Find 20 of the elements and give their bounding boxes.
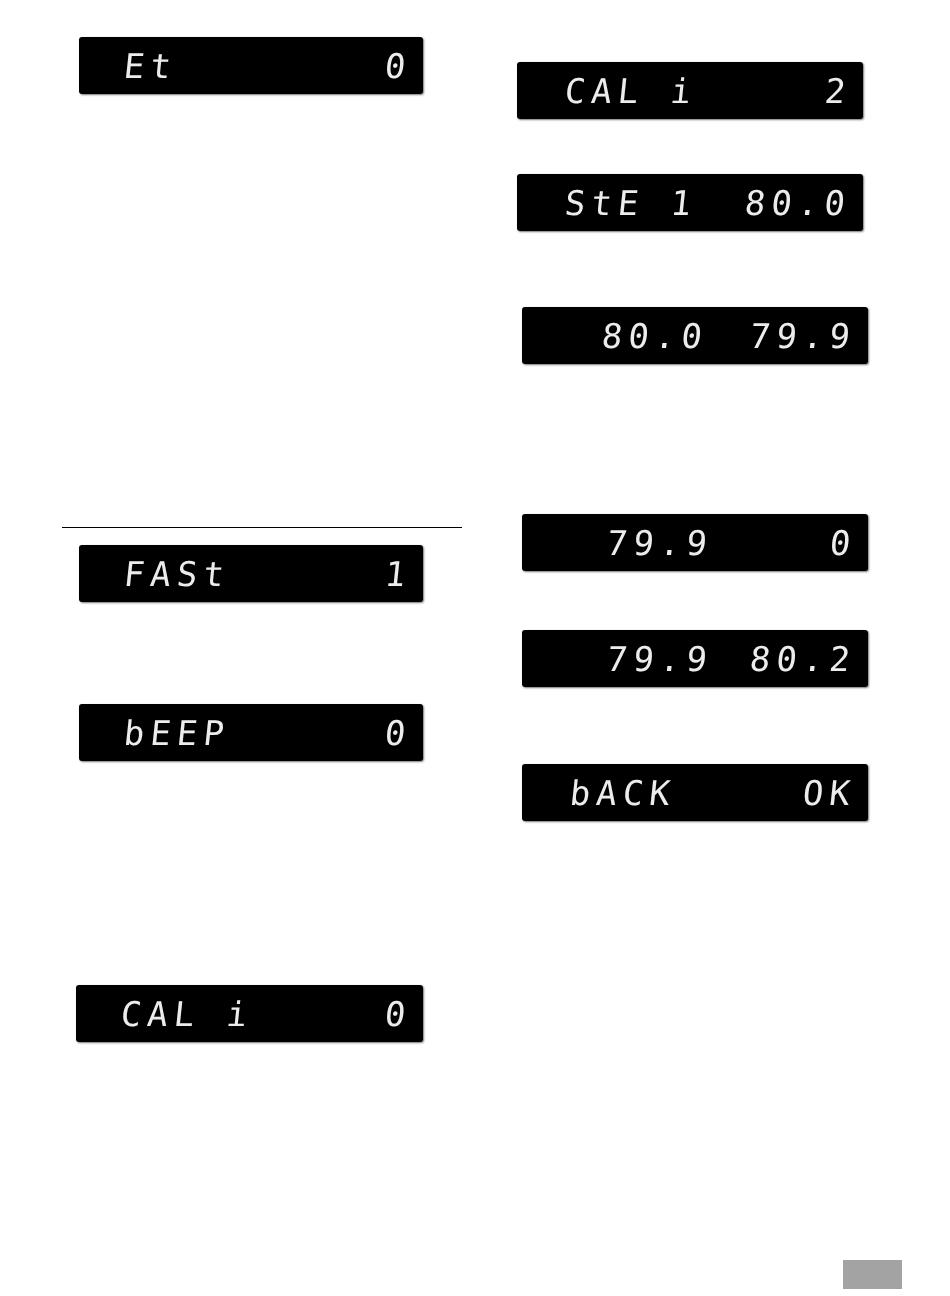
display-text: bACK	[568, 775, 678, 810]
display-text: 80.0	[600, 318, 710, 353]
display-text: CAL i	[119, 996, 256, 1031]
display-value: 80.2	[748, 641, 858, 676]
display-text: CAL i	[563, 73, 700, 108]
display-value: 80.0	[743, 185, 853, 220]
display-text: FASt	[122, 556, 232, 591]
display-text: bEEP	[122, 715, 232, 750]
display-text: 79.9	[605, 641, 715, 676]
display-value: 79.9	[748, 318, 858, 353]
display-value: 2	[822, 73, 853, 108]
display-value: OK	[801, 775, 858, 810]
display-text: 79.9	[605, 525, 715, 560]
display-text: StE 1	[563, 185, 700, 220]
display-value: 1	[382, 556, 413, 591]
display-value: 0	[827, 525, 858, 560]
display-text: Et	[122, 48, 179, 83]
display-value: 0	[382, 715, 413, 750]
display-value: 0	[382, 48, 413, 83]
display-value: 0	[382, 996, 413, 1031]
